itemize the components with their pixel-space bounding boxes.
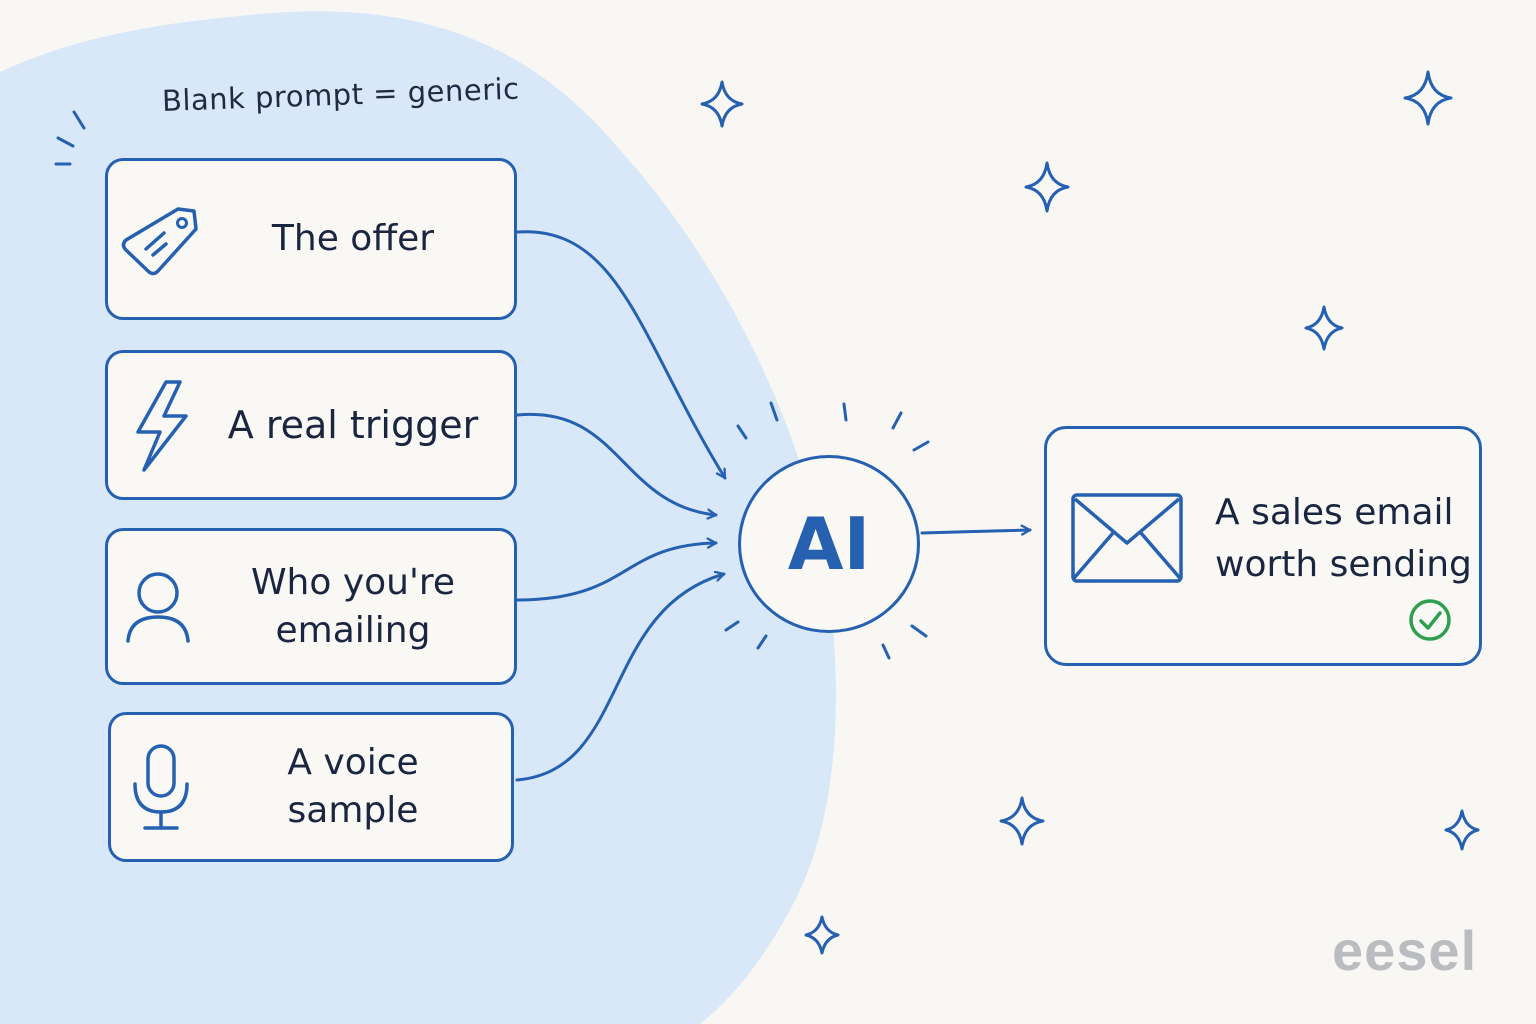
connector-trigger: [515, 412, 718, 515]
tag-icon: [108, 161, 208, 317]
check-circle-icon: [1407, 597, 1453, 647]
ai-node: AI: [738, 455, 920, 633]
ai-rays: [724, 401, 930, 660]
sparkle-icon: [1304, 305, 1344, 351]
input-card-trigger: A real trigger: [105, 350, 517, 500]
input-card-recipient: Who you're emailing: [105, 528, 517, 685]
connector-output: [920, 530, 1032, 533]
sparkle-icon: [1444, 809, 1480, 851]
microphone-icon: [111, 715, 211, 859]
connector-offer: [515, 230, 727, 480]
sparkle-icon: [1024, 161, 1070, 213]
input-label-voice: A voice sample: [287, 742, 419, 831]
input-card-voice: A voice sample: [108, 712, 514, 862]
envelope-icon: [1069, 491, 1185, 589]
lightning-icon: [108, 353, 208, 497]
output-card-email: A sales email worth sending: [1044, 426, 1482, 666]
sparkle-icon: [700, 80, 744, 128]
input-label-trigger: A real trigger: [227, 403, 479, 447]
input-label-offer: The offer: [271, 218, 435, 259]
sparkle-icon: [804, 915, 840, 955]
sparkle-icon: [1403, 70, 1453, 126]
note-emphasis-marks: [54, 110, 86, 166]
sparkle-icons: [700, 70, 1480, 955]
connector-voice: [515, 574, 726, 782]
input-card-offer: The offer: [105, 158, 517, 320]
ai-label: AI: [787, 502, 871, 586]
person-icon: [108, 531, 208, 682]
output-label: A sales email worth sending: [1215, 492, 1472, 585]
eesel-logo: eesel: [1332, 919, 1478, 982]
input-label-recipient: Who you're emailing: [250, 561, 456, 651]
sparkle-icon: [999, 796, 1045, 846]
connector-who: [515, 543, 718, 602]
